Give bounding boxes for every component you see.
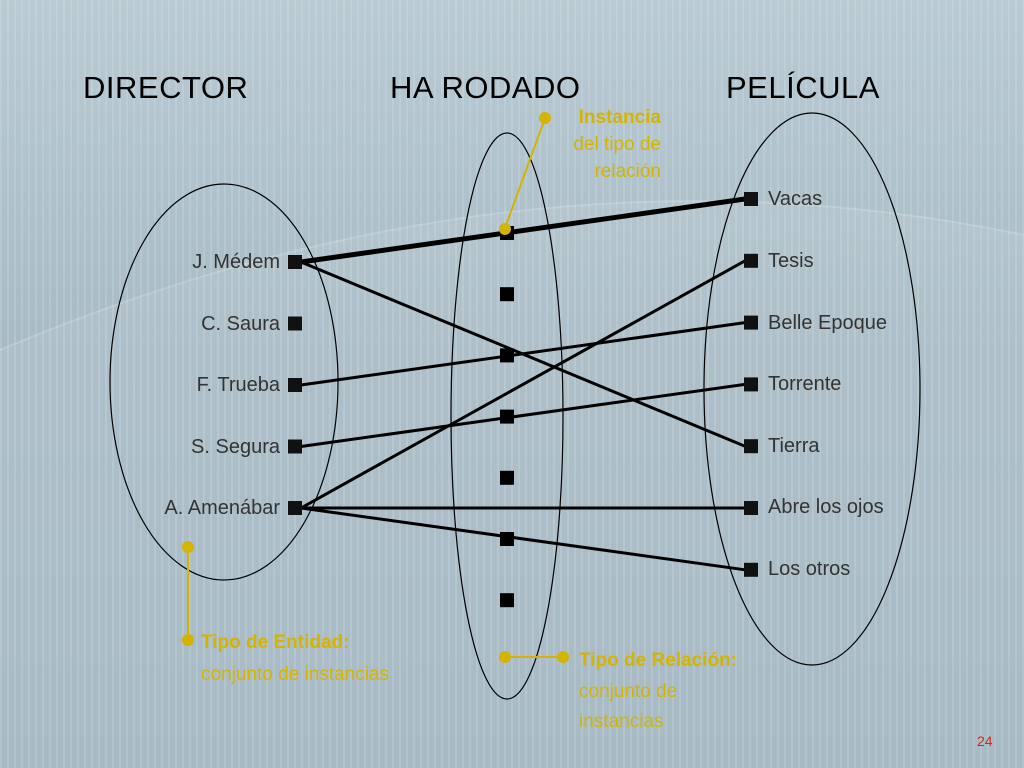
director-label: C. Saura <box>201 313 280 335</box>
header-director: DIRECTOR <box>83 70 249 105</box>
film-label: Los otros <box>768 558 851 580</box>
film-label: Torrente <box>768 373 842 395</box>
relation-instance-marker <box>500 287 514 302</box>
relation-instance-marker <box>500 593 514 608</box>
relation-instance-marker <box>500 532 514 546</box>
callout-instancia-line2: relación <box>594 161 661 182</box>
callout-tipo-relacion-title: Tipo de Relación: <box>579 650 738 671</box>
relation-instance-marker <box>500 348 514 363</box>
callout-tipo-relacion-line2: instancias <box>579 711 664 732</box>
film-label: Tierra <box>768 435 820 457</box>
director-marker <box>288 255 302 269</box>
relation-instance-marker <box>500 470 514 485</box>
relation-line <box>300 506 746 572</box>
header-ha-rodado: HA RODADO <box>390 70 581 105</box>
page-number: 24 <box>977 733 993 749</box>
callout-instancia-title: Instancia <box>578 107 661 128</box>
film-marker <box>744 439 758 454</box>
instancia-dot <box>539 112 551 124</box>
film-label: Belle Epoque <box>768 312 887 334</box>
relation-line <box>300 321 746 387</box>
director-marker <box>288 439 302 454</box>
director-label: S. Segura <box>191 436 280 458</box>
film-marker <box>744 501 758 515</box>
callout-tipo-relacion-line1: conjunto de <box>579 681 678 702</box>
header-pelicula: PELÍCULA <box>726 70 880 105</box>
film-marker <box>744 192 758 206</box>
instancia-dot <box>499 223 511 235</box>
director-label: A. Amenábar <box>164 497 280 519</box>
film-label: Abre los ojos <box>768 496 884 518</box>
tipo-entidad-dot <box>182 634 194 646</box>
director-marker <box>288 316 302 331</box>
director-entity-set <box>109 183 339 581</box>
tipo-relacion-dot <box>557 651 569 663</box>
tipo-relacion-dot <box>499 651 511 663</box>
film-marker <box>744 253 758 268</box>
director-label: F. Trueba <box>196 374 280 396</box>
director-marker <box>288 501 302 515</box>
callout-tipo-entidad-line1: conjunto de instancias <box>201 664 390 685</box>
relation-line <box>300 382 746 448</box>
film-marker <box>744 562 758 577</box>
ha-rodado-relation-set <box>450 132 564 700</box>
relation-line <box>300 196 746 265</box>
relation-instance-marker <box>500 409 514 424</box>
relation-line <box>300 259 746 510</box>
callout-tipo-entidad-title: Tipo de Entidad: <box>201 632 350 653</box>
instancia-leader <box>504 117 546 229</box>
film-label: Vacas <box>768 188 823 210</box>
film-marker <box>744 377 758 392</box>
film-label: Tesis <box>768 250 814 272</box>
director-label: J. Médem <box>192 251 280 273</box>
film-marker <box>744 315 758 330</box>
tipo-entidad-dot <box>182 541 194 553</box>
callout-instancia-line1: del tipo de <box>573 134 661 155</box>
director-marker <box>288 378 302 392</box>
